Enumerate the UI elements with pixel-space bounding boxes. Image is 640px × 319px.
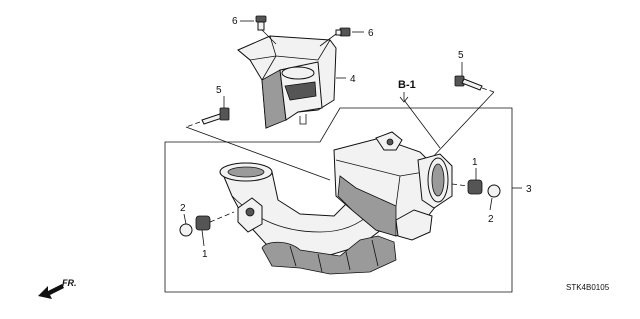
bushing-part-1-right: [451, 168, 483, 195]
diagram-code: STK4B0105: [566, 283, 610, 292]
upper-cover-part-4: [237, 35, 346, 129]
callout-6-top: 6: [232, 16, 238, 27]
callout-6-right: 6: [368, 28, 374, 39]
front-direction-arrow-icon: [38, 284, 64, 299]
screw-part-5-left: [185, 96, 331, 181]
assembly-outline: [164, 107, 522, 293]
callout-2-right: 2: [488, 214, 494, 225]
bolt-part-6-right: [319, 27, 364, 47]
air-duct-part-3: [219, 131, 453, 275]
callout-5-left: 5: [216, 85, 222, 96]
reference-b1-arrow: [399, 92, 441, 149]
callout-1-left: 1: [202, 249, 208, 260]
bushing-part-1-left: [195, 215, 211, 247]
callout-1-right: 1: [472, 157, 478, 168]
bolt-part-6-top: [240, 15, 277, 45]
washer-part-2-right: [487, 184, 501, 211]
washer-part-2-left: [179, 211, 235, 237]
direction-label: FR.: [62, 278, 77, 288]
callout-4: 4: [350, 74, 356, 85]
screw-part-5-right: [429, 62, 495, 161]
callout-5-right: 5: [458, 50, 464, 61]
callout-2-left: 2: [180, 203, 186, 214]
callout-3: 3: [526, 184, 532, 195]
reference-label: B-1: [398, 79, 416, 91]
